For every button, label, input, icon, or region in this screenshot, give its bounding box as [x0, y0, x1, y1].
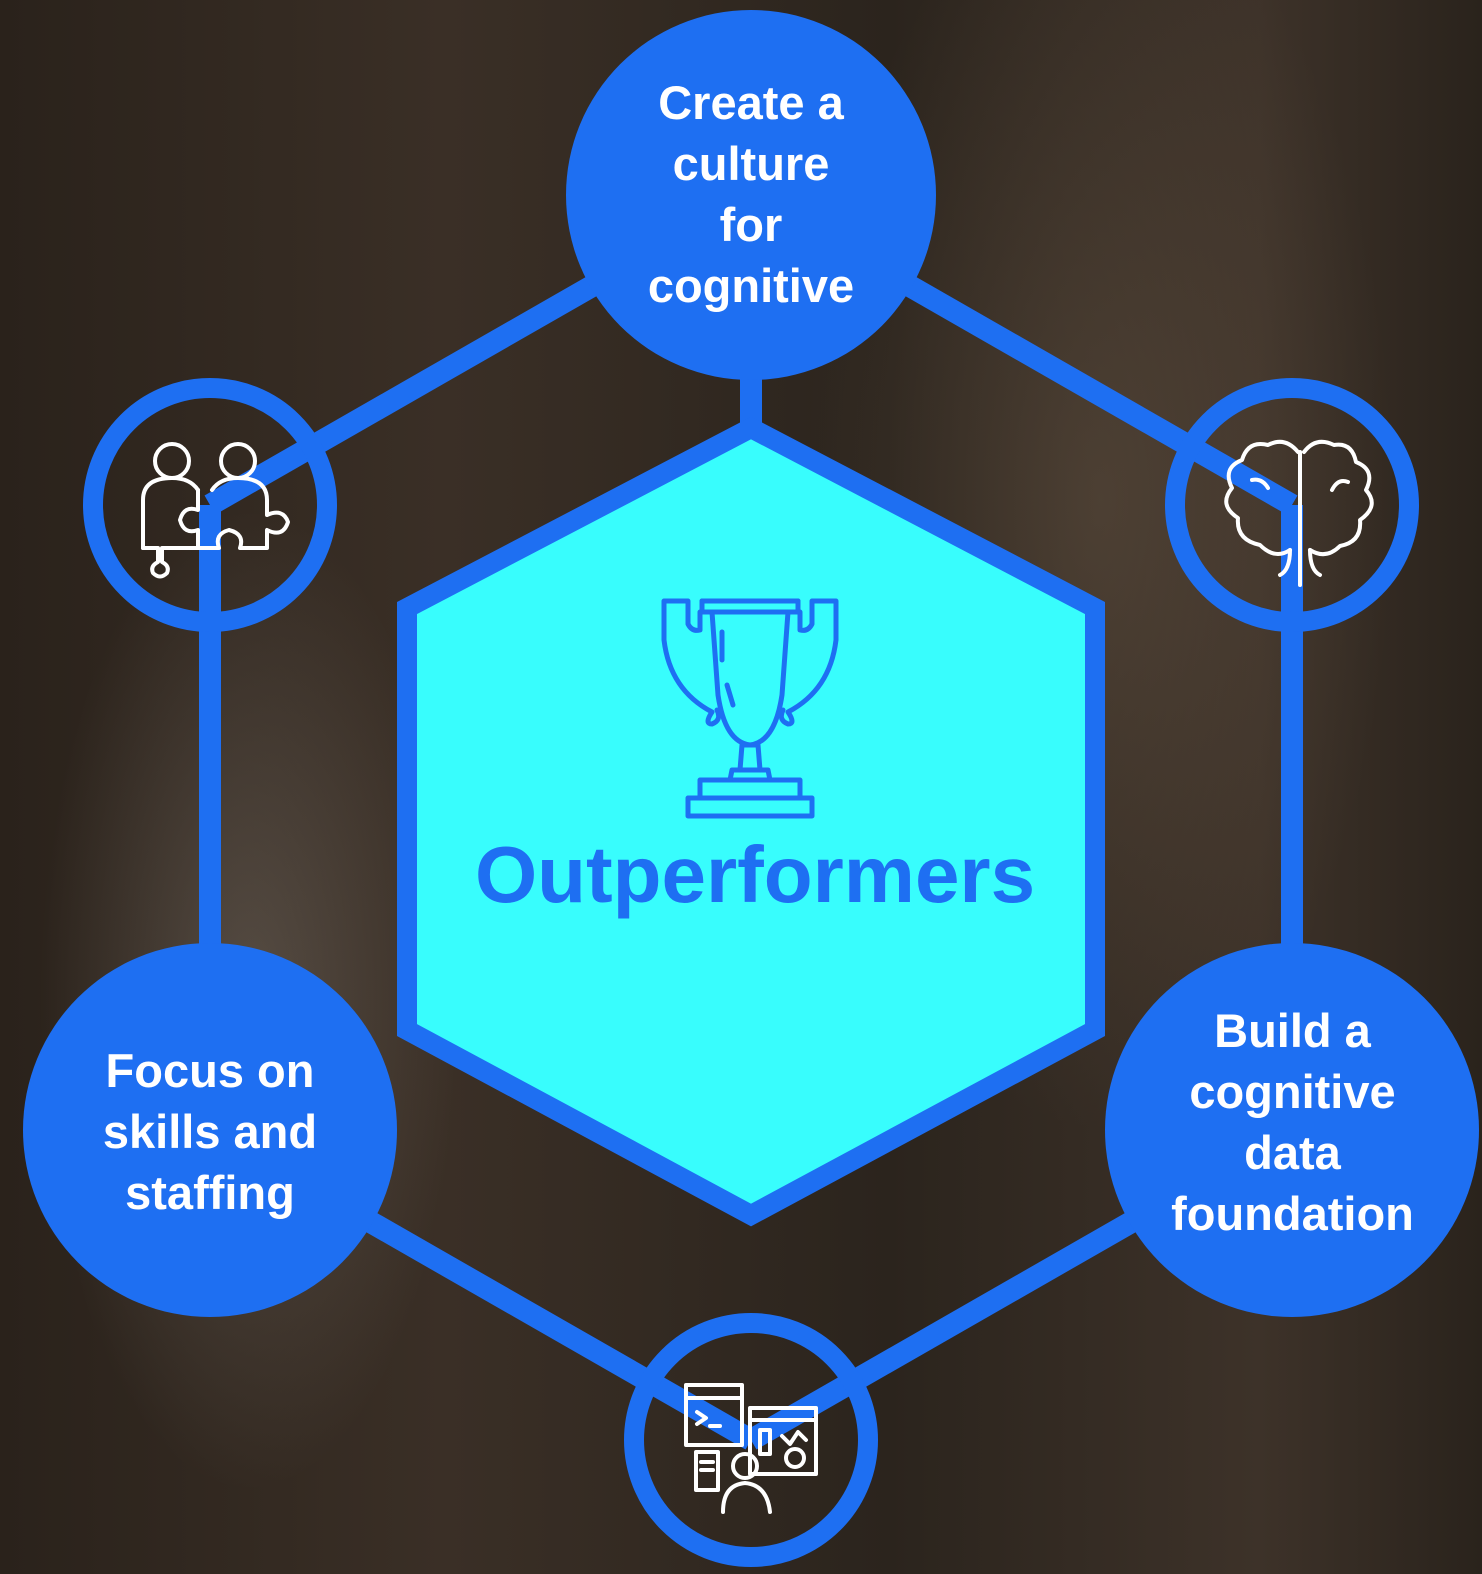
node-right-upper	[1165, 378, 1419, 632]
developer-dashboard-icon	[684, 1383, 818, 1514]
node-left-lower-label: Focus on skills and staffing	[102, 1044, 318, 1219]
node-top-label: Create a culture for cognitive	[647, 76, 855, 312]
node-bottom	[624, 1313, 878, 1567]
center-title: Outperformers	[474, 830, 1036, 919]
puzzle-people-icon	[141, 442, 290, 579]
center-hexagon	[397, 416, 1105, 1227]
node-top	[566, 10, 936, 380]
node-right-lower-label: Build a cognitive data foundation	[1171, 1004, 1414, 1240]
node-left-upper	[83, 378, 337, 632]
node-right-lower	[1105, 943, 1479, 1317]
node-left-lower	[23, 943, 397, 1317]
trophy-icon	[661, 598, 839, 819]
brain-icon	[1224, 439, 1374, 587]
